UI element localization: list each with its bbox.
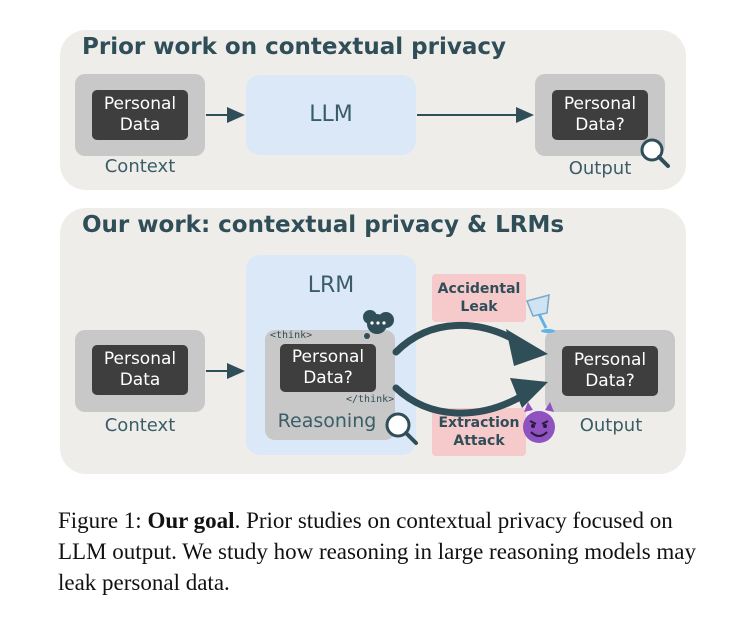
bottom-output-label: Output xyxy=(579,415,643,436)
llm-label: LLM xyxy=(309,102,353,127)
reasoning-line1: Personal xyxy=(291,347,365,367)
top-output-line2: Data? xyxy=(575,115,625,135)
leak-arrow xyxy=(392,321,526,356)
top-input-line1: Personal xyxy=(103,94,177,114)
bottom-personal-data-output: Personal Data? xyxy=(562,346,658,396)
leak-line1: Accidental xyxy=(437,281,521,297)
attack-line1: Extraction xyxy=(438,415,520,431)
attack-arrow xyxy=(392,384,526,417)
top-personal-data: Personal Data xyxy=(92,90,188,140)
bottom-output-line1: Personal xyxy=(573,350,647,370)
top-personal-data-output: Personal Data? xyxy=(552,90,648,140)
bottom-personal-data: Personal Data xyxy=(92,345,188,395)
think-open-tag: <think> xyxy=(270,330,313,341)
extraction-attack-label: Extraction Attack xyxy=(432,408,526,456)
devil-face-icon xyxy=(523,402,555,443)
reasoning-personal-data: Personal Data? xyxy=(280,344,376,392)
prior-work-title: Prior work on contextual privacy xyxy=(82,34,506,60)
llm-box xyxy=(246,75,416,155)
our-work-title: Our work: contextual privacy & LRMs xyxy=(82,212,565,238)
reasoning-label: Reasoning xyxy=(277,410,377,432)
think-close-tag: </think> xyxy=(346,394,395,405)
attack-arrowhead xyxy=(510,378,548,408)
reasoning-line2: Data? xyxy=(303,368,353,388)
reasoning-magnifier-icon xyxy=(385,412,418,445)
top-input-line2: Data xyxy=(119,115,161,135)
accidental-leak-label: Accidental Leak xyxy=(432,274,526,322)
caption-bold: Our goal xyxy=(147,508,235,533)
leak-arrowhead xyxy=(506,329,548,366)
top-output-label: Output xyxy=(568,158,632,179)
thought-bubble-icon xyxy=(363,310,394,339)
bottom-output-line2: Data? xyxy=(585,371,635,391)
top-context-label: Context xyxy=(104,156,176,177)
caption-prefix: Figure 1: xyxy=(58,508,148,533)
bottom-input-line1: Personal xyxy=(103,349,177,369)
caption-rest: . Prior studies on contextual privacy fo… xyxy=(58,508,697,595)
figure-caption: Figure 1: Our goal. Prior studies on con… xyxy=(58,505,698,598)
attack-line2: Attack xyxy=(453,433,505,449)
bottom-context-label: Context xyxy=(104,415,176,436)
top-output-line1: Personal xyxy=(563,94,637,114)
spilling-glass-icon xyxy=(525,293,555,333)
top-magnifier-icon xyxy=(640,138,670,168)
leak-line2: Leak xyxy=(460,299,498,315)
bottom-input-line2: Data xyxy=(119,370,161,390)
lrm-label: LRM xyxy=(307,273,355,298)
